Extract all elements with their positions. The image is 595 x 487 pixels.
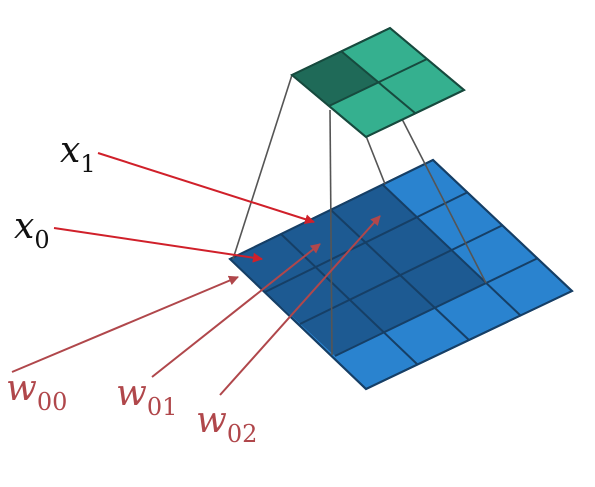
output-grid-border: [290, 26, 466, 139]
x0-label: x0: [14, 206, 50, 254]
weight-arrows: [11, 215, 381, 396]
output-grid-line: [328, 58, 428, 107]
input-grid-line: [334, 257, 539, 357]
projection-lines: [232, 74, 487, 356]
w01-arrow: [151, 243, 321, 378]
projection-line: [401, 118, 487, 284]
w02-arrow: [219, 215, 381, 396]
projection-line: [329, 109, 333, 356]
input-arrows: [53, 152, 315, 263]
projection-line: [365, 135, 386, 185]
projection-line: [232, 74, 293, 260]
w02-label: w02: [196, 400, 257, 448]
w00-arrow: [11, 275, 239, 373]
input-grid-border: [228, 158, 574, 391]
x1-arrow: [97, 152, 315, 225]
input-grid-line: [299, 224, 504, 325]
w00-label: w00: [6, 368, 67, 416]
input-grid-line: [264, 191, 469, 293]
output-grid: [290, 26, 466, 139]
x0-arrow: [53, 227, 263, 263]
x1-label: x1: [60, 130, 96, 178]
w01-label: w01: [116, 373, 177, 421]
